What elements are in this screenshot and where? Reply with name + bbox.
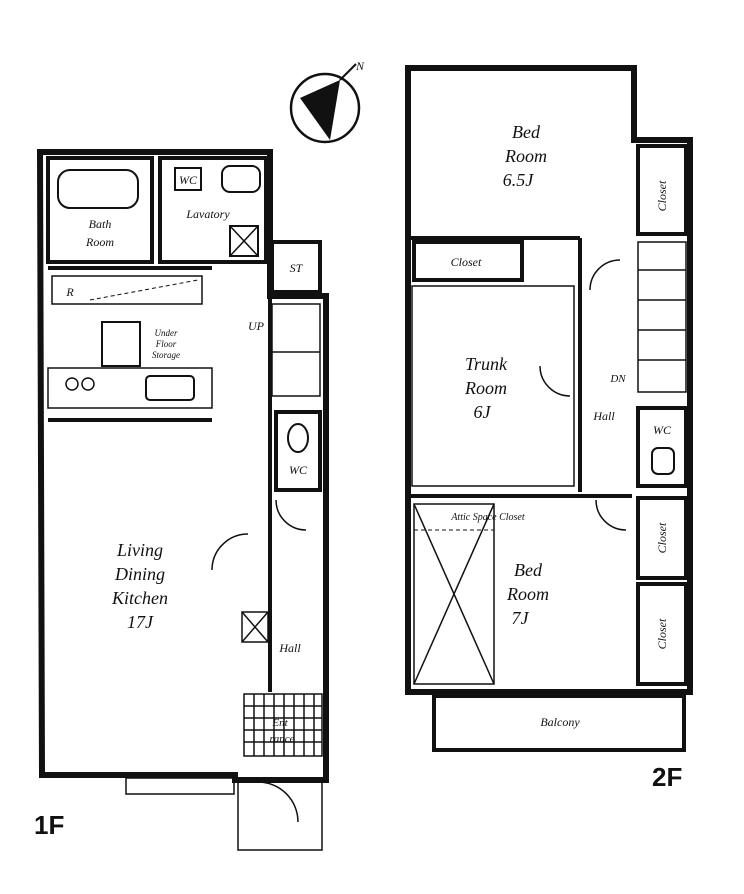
lavatory-wc-mark-box <box>174 167 202 191</box>
refrigerator-label: R <box>65 285 74 299</box>
wc-1f-label: WC <box>289 463 308 477</box>
under-floor-storage-hatch <box>101 321 141 367</box>
st-closet-wall <box>270 240 322 294</box>
entrance-label-line1: Ent <box>271 717 288 729</box>
compass-north-label: N <box>355 59 365 73</box>
lavatory-wc-mark: WC <box>179 173 198 187</box>
bedroom-2-label-line2: Room <box>506 584 549 604</box>
floor-1-outer-wall <box>36 149 329 783</box>
closet-right-2-label: Closet <box>655 522 669 553</box>
bath-room-label-line1: Bath <box>89 217 112 231</box>
bedroom-2-label-line3: 7J <box>512 608 530 628</box>
lavatory-label: Lavatory <box>185 207 230 221</box>
bath-room-wall <box>46 156 154 264</box>
closet-right-1-label: Closet <box>655 180 669 211</box>
wc-1f-wall <box>274 410 322 492</box>
floor-1-label: 1F <box>34 810 64 840</box>
bathtub-icon <box>57 169 139 209</box>
closet-top-label: Closet <box>451 255 482 269</box>
st-label: ST <box>290 261 304 275</box>
up-label: UP <box>248 319 265 333</box>
floor-1-plan: Bath Room WC Lavatory ST R Under Floor S… <box>34 149 329 851</box>
closet-right-3-wall <box>636 582 688 686</box>
wc-2f-label: WC <box>653 423 672 437</box>
floor-2-label: 2F <box>652 762 682 792</box>
hall-storage <box>241 611 269 643</box>
kitchen-counter-back <box>51 275 203 305</box>
attic-space-closet-label: Attic Space Closet <box>450 512 525 523</box>
compass-icon: N <box>289 59 365 144</box>
balcony-label: Balcony <box>540 715 580 729</box>
bedroom-1-label-line2: Room <box>504 146 547 166</box>
closet-right-2-wall <box>636 496 688 580</box>
toilet-1f-icon <box>287 423 309 453</box>
dn-label: DN <box>609 373 626 385</box>
ldk-label-line2: Dining <box>114 564 165 584</box>
ldk-label-line4: 17J <box>127 612 154 632</box>
lavatory-wall <box>158 156 268 264</box>
hall-2f-label: Hall <box>592 409 615 423</box>
ldk-label-line3: Kitchen <box>111 588 168 608</box>
trunk-room-label-line2: Room <box>464 378 507 398</box>
bedroom-1-label-line1: Bed <box>512 122 541 142</box>
balcony-wall <box>432 694 686 752</box>
staircase-1f <box>271 303 321 397</box>
closet-right-1-wall <box>636 144 688 236</box>
bedroom-2-label-line1: Bed <box>514 560 543 580</box>
wc-2f-wall <box>636 406 688 488</box>
ldk-label-line1: Living <box>116 540 163 560</box>
bedroom-1-label-line3: 6.5J <box>503 170 535 190</box>
floor-2-outer-wall <box>405 65 693 695</box>
ldk-door-swing <box>211 533 249 571</box>
garden-step <box>125 777 235 795</box>
attic-space-closet <box>413 503 495 685</box>
trunk-room-label-line3: 6J <box>474 402 492 422</box>
kitchen-island <box>47 367 213 409</box>
toilet-2f-icon <box>651 447 675 475</box>
floor-2-plan: Bed Room 6.5J Closet Closet Trunk Room 6… <box>405 65 693 792</box>
hall-1f-label: Hall <box>278 641 301 655</box>
entrance-label-line2: rance <box>269 733 294 745</box>
staircase-2f <box>637 241 687 393</box>
closet-right-3-label: Closet <box>655 618 669 649</box>
under-floor-storage-label-line2: Floor <box>155 339 177 349</box>
under-floor-storage-label-line3: Storage <box>152 350 180 360</box>
washbasin-icon <box>221 165 261 193</box>
closet-top-wall <box>412 240 524 282</box>
kitchen-sink-icon <box>145 375 195 401</box>
trunk-room-label-line1: Trunk <box>465 354 508 374</box>
entrance-tile-grid <box>243 693 323 757</box>
entrance-porch <box>237 781 323 851</box>
under-floor-storage-label-line1: Under <box>155 328 178 338</box>
stove-burner-icon <box>65 377 79 391</box>
bath-room-label-line2: Room <box>85 235 114 249</box>
trunk-room-wall <box>411 285 575 487</box>
